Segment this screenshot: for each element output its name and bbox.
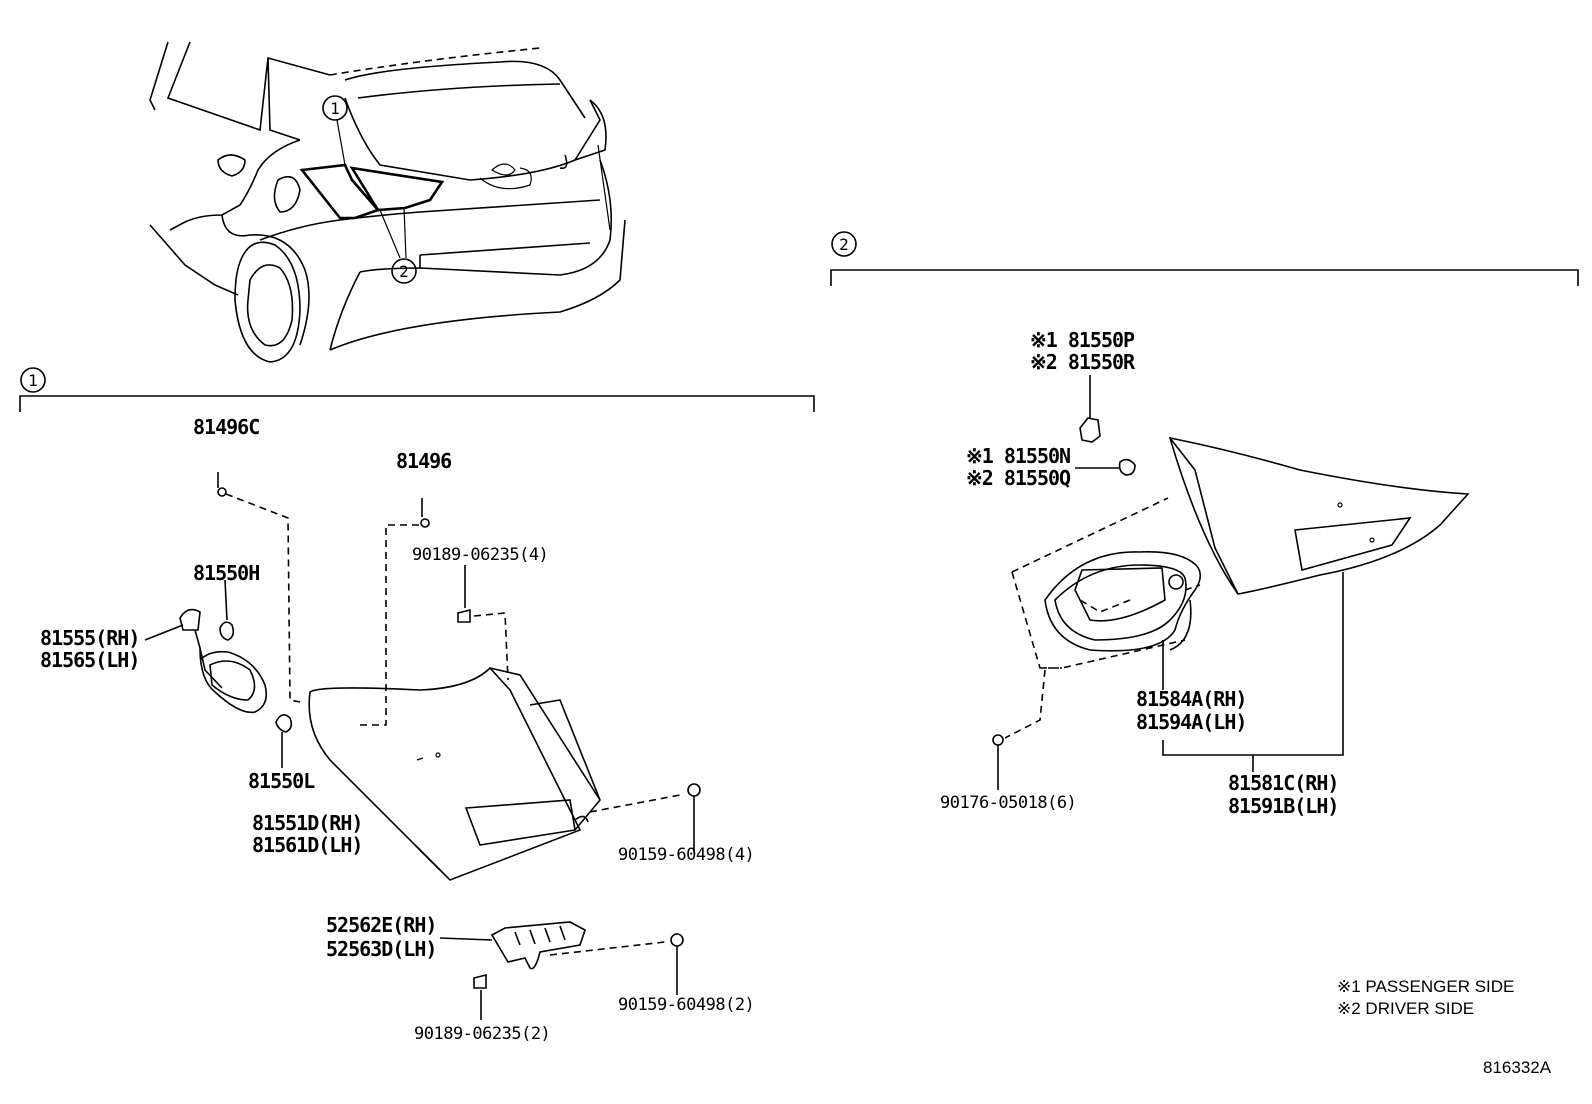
part-label-52562e-rh[interactable]: 52562E(RH) bbox=[326, 913, 437, 937]
part-label-90189-06235-4[interactable]: 90189-06235(4) bbox=[412, 545, 549, 565]
diagram-code: 816332A bbox=[1483, 1058, 1552, 1077]
callout-1-top[interactable]: 1 bbox=[322, 95, 348, 121]
section-1-hardware bbox=[217, 472, 509, 726]
part-label-81551d-rh[interactable]: 81551D(RH) bbox=[252, 811, 363, 835]
section-1-header: 1 bbox=[19, 367, 815, 412]
part-label-81550l[interactable]: 81550L bbox=[248, 769, 316, 793]
callout-1-label: 1 bbox=[330, 99, 340, 118]
part-label-81565-lh[interactable]: 81565(LH) bbox=[40, 648, 140, 672]
bulb-81550n-icon bbox=[1118, 458, 1136, 476]
clip-90189-2-icon bbox=[473, 973, 487, 989]
section-1-bracket bbox=[19, 395, 815, 412]
part-label-90176-05018-6[interactable]: 90176-05018(6) bbox=[940, 793, 1077, 813]
part-label-81550q[interactable]: ※2 81550Q bbox=[966, 466, 1072, 490]
screw-90159-2-icon bbox=[670, 933, 684, 947]
screw-81496-icon bbox=[420, 518, 430, 528]
bulb-81550h-icon bbox=[219, 621, 235, 641]
clip-90189-icon bbox=[457, 608, 471, 623]
part-label-90159-60498-4[interactable]: 90159-60498(4) bbox=[618, 845, 755, 865]
part-label-81496[interactable]: 81496 bbox=[396, 449, 452, 473]
part-label-81581c-rh[interactable]: 81581C(RH) bbox=[1228, 771, 1339, 795]
socket-81550p-icon bbox=[1079, 417, 1101, 443]
section-2-bracket bbox=[830, 269, 1579, 286]
section-2-callout-label: 2 bbox=[839, 235, 849, 254]
part-label-81594a-lh[interactable]: 81594A(LH) bbox=[1136, 710, 1247, 734]
screw-90176-icon bbox=[992, 734, 1004, 746]
part-label-81561d-lh[interactable]: 81561D(LH) bbox=[252, 833, 363, 857]
part-label-90189-06235-2[interactable]: 90189-06235(2) bbox=[414, 1024, 551, 1044]
part-label-81591b-lh[interactable]: 81591B(LH) bbox=[1228, 794, 1339, 818]
part-label-52563d-lh[interactable]: 52563D(LH) bbox=[326, 937, 437, 961]
inner-lamp-assembly bbox=[992, 375, 1470, 790]
screw-90159-4-icon bbox=[687, 783, 701, 852]
legend-passenger-side: ※1 PASSENGER SIDE bbox=[1337, 977, 1514, 996]
section-1-callout-label: 1 bbox=[28, 371, 38, 390]
socket-81555-icon bbox=[179, 608, 201, 631]
part-label-90159-60498-2[interactable]: 90159-60498(2) bbox=[618, 995, 755, 1015]
socket-bulb-assembly bbox=[144, 579, 293, 768]
vehicle-rear-illustration bbox=[149, 41, 626, 363]
part-label-81550p[interactable]: ※1 81550P bbox=[1030, 328, 1136, 352]
screw-81496c-icon bbox=[217, 487, 227, 497]
tail-lamp-81551d bbox=[308, 666, 681, 881]
legend-driver-side: ※2 DRIVER SIDE bbox=[1337, 999, 1474, 1018]
part-label-81550r[interactable]: ※2 81550R bbox=[1030, 350, 1137, 374]
part-label-81555-rh[interactable]: 81555(RH) bbox=[40, 626, 140, 650]
bulb-81550l-icon bbox=[275, 714, 293, 733]
part-label-81584a-rh[interactable]: 81584A(RH) bbox=[1136, 687, 1247, 711]
bracket-52562e bbox=[439, 921, 684, 1020]
section-2-part-labels: ※1 81550P ※2 81550R ※1 81550N ※2 81550Q … bbox=[940, 328, 1339, 818]
section-2-header: 2 bbox=[830, 231, 1579, 286]
callout-2-top[interactable]: 2 bbox=[391, 258, 417, 284]
section-1-part-labels: 81496C 81496 90189-06235(4) 81550H 81555… bbox=[40, 415, 755, 1044]
part-label-81550n[interactable]: ※1 81550N bbox=[966, 444, 1071, 468]
callout-2-label: 2 bbox=[399, 262, 409, 281]
legend: ※1 PASSENGER SIDE ※2 DRIVER SIDE bbox=[1337, 977, 1514, 1018]
part-label-81496c[interactable]: 81496C bbox=[193, 415, 260, 439]
part-label-81550h[interactable]: 81550H bbox=[193, 561, 260, 585]
